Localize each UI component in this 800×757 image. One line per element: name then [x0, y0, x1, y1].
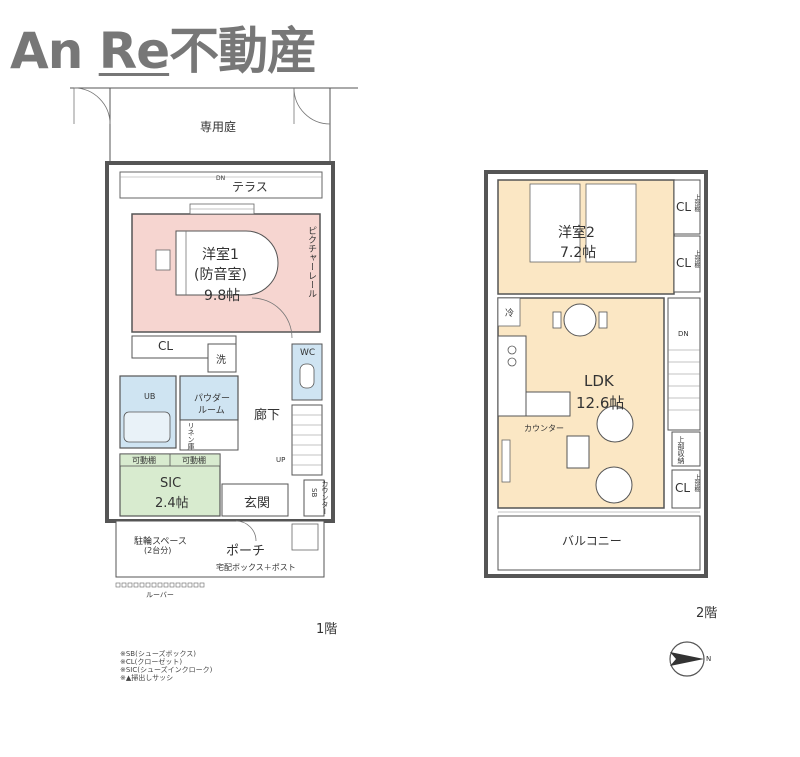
room2-closet-label-1: CL: [676, 200, 692, 214]
powder-room-label-1: パウダー: [194, 394, 231, 404]
terrace-label: テラス: [232, 180, 268, 194]
powder-room-label-2: ルーム: [198, 406, 225, 416]
kitchen-counter-label: カウンター: [524, 424, 564, 433]
floor2-plan: [484, 170, 708, 578]
sic-size: 2.4帖: [155, 496, 189, 511]
bike-space-label: 駐輪スペース: [134, 537, 187, 547]
room2-closet-label-2: CL: [676, 256, 692, 270]
fridge-label: 冷: [505, 309, 515, 319]
louver-label: ルーバー: [146, 591, 174, 599]
terrace-dn-label: DN: [216, 175, 226, 182]
entrance-label: 玄関: [244, 496, 271, 511]
note-item: ※SIC(シューズインクローク): [120, 666, 213, 674]
ub-label: UB: [144, 392, 156, 401]
balcony-label: バルコニー: [562, 534, 622, 548]
upper-shelf-label-3: 上部棚: [693, 474, 700, 492]
upper-storage-label: 上部収納: [677, 436, 685, 464]
wash-label: 洗: [216, 355, 226, 366]
room1-closet-label: CL: [158, 339, 174, 353]
counter-vertical-label: カウンター: [321, 480, 329, 515]
company-logo: An Re不動産: [10, 22, 317, 80]
note-item: ※SB(シューズボックス): [120, 650, 197, 658]
ldk-closet-label: CL: [675, 481, 691, 495]
room1-size: 9.8帖: [204, 288, 241, 304]
movable-shelf-label-1: 可動棚: [132, 456, 156, 465]
sic-name: SIC: [160, 476, 182, 491]
floor1-label: 1階: [316, 622, 338, 637]
linen-label: リネン庫: [187, 422, 195, 450]
stair-dn-label: DN: [678, 330, 689, 338]
note-item: ※▲掃出しサッシ: [120, 674, 174, 682]
room2-size: 7.2帖: [560, 245, 597, 261]
ldk-size: 12.6帖: [576, 394, 625, 412]
sb-label: SB: [310, 488, 318, 498]
note-item: ※CL(クローゼット): [120, 658, 183, 666]
wc-label: WC: [300, 348, 316, 358]
porch-label: ポーチ: [226, 544, 266, 559]
compass-n-label: N: [706, 655, 712, 663]
floor2-label: 2階: [696, 606, 718, 621]
hallway-label: 廊下: [254, 408, 281, 423]
bike-count-label: (2台分): [144, 546, 172, 555]
delivery-box-label: 宅配ボックス＋ポスト: [216, 563, 296, 572]
ldk-name: LDK: [584, 372, 614, 390]
room2-name: 洋室2: [558, 225, 595, 241]
compass: [669, 641, 705, 677]
stair-up-label: UP: [276, 456, 286, 464]
floor1-plan: [70, 87, 358, 588]
room1-sub: (防音室): [194, 267, 247, 283]
upper-shelf-label-2: 上部棚: [693, 250, 700, 268]
room1-name: 洋室1: [202, 247, 239, 263]
picture-rail-label: ピクチャーレール: [306, 226, 316, 298]
garden-label: 専用庭: [200, 120, 237, 134]
upper-shelf-label-1: 上部棚: [693, 194, 700, 212]
notes-list: ※SB(シューズボックス) ※CL(クローゼット) ※SIC(シューズインクロー…: [120, 650, 212, 682]
movable-shelf-label-2: 可動棚: [182, 456, 206, 465]
